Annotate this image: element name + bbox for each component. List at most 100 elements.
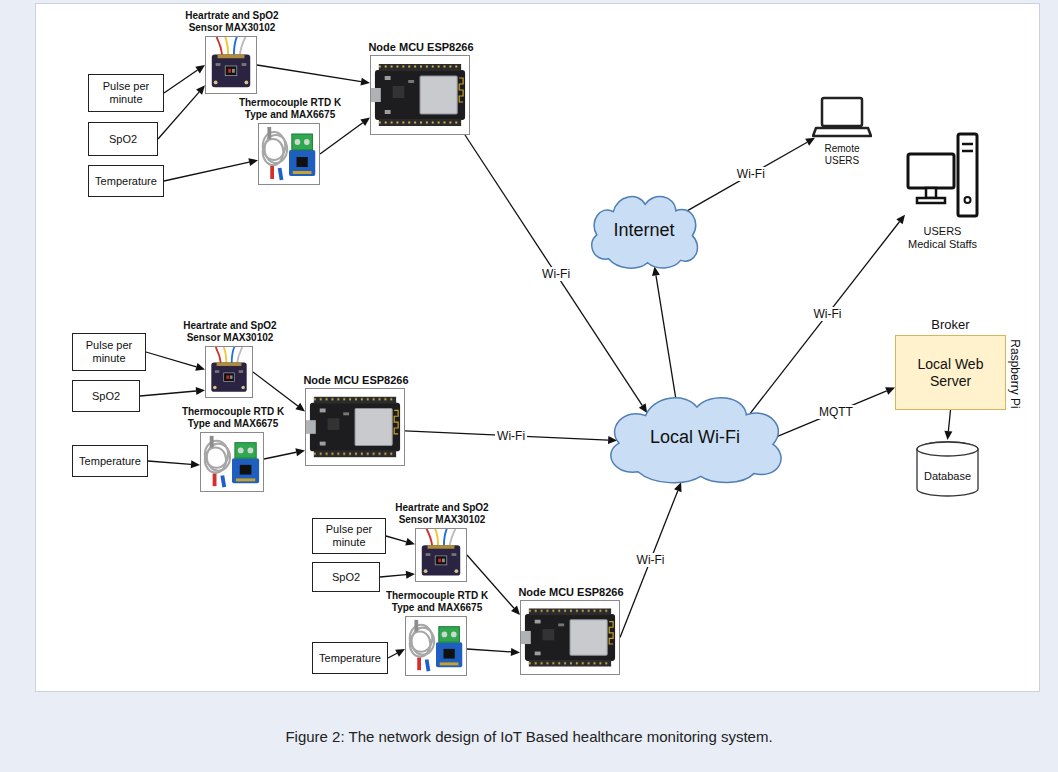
connector-arrow — [388, 649, 405, 658]
arrow-head — [191, 460, 200, 468]
thermo-symbol — [406, 617, 466, 675]
signal-box: Pulse per minute — [312, 518, 386, 554]
connector-arrow — [652, 267, 676, 399]
arrow-head — [196, 85, 205, 94]
edge-label: MQTT — [817, 405, 855, 419]
desktop-icon: USERS Medical Staffs — [905, 130, 980, 222]
thermocouple-sensor: Thermocouple RTD K Type and MAX6675 — [200, 432, 264, 492]
connector-line — [264, 452, 296, 459]
db-illustration — [915, 440, 980, 498]
figure-caption: Figure 2: The network design of IoT Base… — [0, 728, 1058, 746]
connector-line — [687, 142, 808, 211]
thermo-illustration — [406, 617, 466, 675]
heart-illustration — [416, 529, 466, 581]
device-heading: Thermocouple RTD K Type and MAX6675 — [236, 97, 344, 121]
connector-arrow — [467, 648, 520, 656]
arrow-head — [196, 387, 205, 395]
arrow-head — [360, 117, 370, 126]
arrow-head — [511, 648, 520, 656]
connector-line — [148, 461, 191, 464]
db-symbol — [917, 442, 978, 496]
arrow-head — [511, 606, 520, 615]
database-cylinder: Database — [915, 440, 980, 498]
laptop-icon: Remote USERS — [812, 95, 872, 140]
connector-arrow — [777, 387, 895, 436]
signal-box: SpO2 — [312, 562, 380, 592]
connector-line — [257, 65, 361, 82]
mcu-symbol — [521, 601, 619, 674]
connector-arrow — [620, 482, 682, 637]
connector-line — [620, 491, 678, 638]
connector-arrow — [320, 117, 370, 154]
connector-line — [380, 575, 406, 577]
box-text: Pulse per minute — [89, 80, 163, 106]
box-text: Temperature — [316, 652, 384, 665]
arrow-head — [944, 431, 952, 440]
connector-arrow — [140, 387, 205, 396]
connector-line — [146, 352, 196, 367]
device-heading: Thermocouple RTD K Type and MAX6675 — [179, 406, 287, 430]
connector-line — [158, 92, 199, 139]
heart-symbol — [206, 347, 252, 397]
signal-box: SpO2 — [88, 122, 158, 156]
arrow-head — [674, 482, 681, 492]
arrow-head — [195, 363, 205, 371]
arrow-head — [885, 387, 895, 394]
mcu-illustration — [306, 389, 404, 465]
arrow-head — [395, 649, 405, 657]
cloud-text: Local Wi-Fi — [650, 427, 740, 448]
connector-arrow — [158, 85, 205, 139]
device-heading: Heartrate and SpO2 Sensor MAX30102 — [176, 10, 288, 34]
connector-arrow — [944, 410, 952, 440]
connector-line — [656, 275, 676, 398]
device-heading: Node MCU ESP8266 — [356, 41, 486, 54]
connector-arrow — [146, 352, 205, 371]
arrow-head — [805, 138, 815, 146]
server-text: Local Web Server — [896, 356, 1005, 390]
thermo-illustration — [201, 433, 263, 491]
mcu-symbol — [306, 389, 404, 465]
connector-arrow — [750, 215, 905, 414]
edge-label: Wi-Fi — [635, 553, 667, 567]
edge-label: Wi-Fi — [735, 167, 767, 181]
cloud-text: Internet — [613, 220, 674, 241]
connector-arrow — [148, 460, 200, 468]
signal-box: Pulse per minute — [72, 333, 146, 371]
connector-arrow — [380, 571, 415, 579]
arrow-head — [295, 403, 305, 412]
mcu-symbol — [371, 56, 469, 134]
box-text: SpO2 — [89, 390, 123, 403]
raspberry-pi-label: Raspberry Pi — [1008, 339, 1022, 408]
connector-line — [386, 536, 406, 542]
connector-line — [467, 649, 511, 652]
nodemcu-board: Node MCU ESP8266 — [520, 600, 620, 675]
arrow-head — [248, 158, 258, 166]
heart-symbol — [206, 37, 256, 93]
connector-line — [948, 410, 950, 431]
nodemcu-board: Node MCU ESP8266 — [370, 55, 470, 135]
mcu-illustration — [371, 56, 469, 134]
heart-rate-sensor: Heartrate and SpO2 Sensor MAX30102 — [205, 346, 253, 398]
arrow-head — [360, 78, 370, 86]
signal-box: Temperature — [312, 642, 388, 674]
connector-line — [164, 162, 249, 181]
box-text: Pulse per minute — [73, 339, 145, 365]
arrow-head — [406, 571, 415, 579]
signal-box: SpO2 — [72, 380, 140, 412]
heart-rate-sensor: Heartrate and SpO2 Sensor MAX30102 — [415, 528, 467, 582]
laptop-illustration — [812, 95, 872, 140]
edge-label: Wi-Fi — [495, 429, 527, 443]
signal-box: Pulse per minute — [88, 74, 164, 112]
heart-illustration — [206, 37, 256, 93]
arrow-head — [195, 65, 205, 73]
laptop-symbol — [813, 98, 871, 136]
connector-line — [140, 391, 196, 396]
connector-line — [750, 222, 900, 414]
device-heading: Node MCU ESP8266 — [291, 374, 421, 387]
box-text: SpO2 — [329, 571, 363, 584]
thermocouple-sensor: Thermocouple RTD K Type and MAX6675 — [258, 123, 320, 185]
connector-arrow — [465, 135, 647, 413]
web-server-box: BrokerLocal Web ServerRaspberry Pi — [895, 335, 1006, 410]
edge-label: Wi-Fi — [811, 307, 843, 321]
